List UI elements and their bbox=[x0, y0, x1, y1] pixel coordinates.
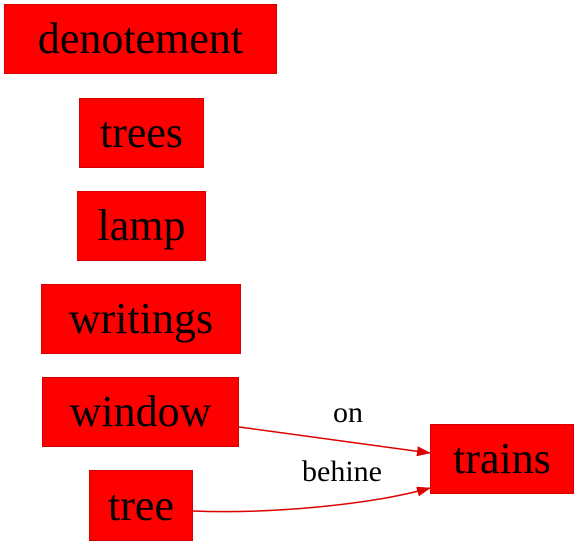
edge-label-behine: behine bbox=[302, 455, 382, 488]
node-window-label: window bbox=[69, 387, 212, 436]
node-tree: tree bbox=[89, 470, 193, 541]
edge-tree-to-trains bbox=[192, 486, 431, 513]
node-denotement-label: denotement bbox=[37, 14, 244, 63]
node-denotement: denotement bbox=[4, 4, 277, 74]
node-writings-label: writings bbox=[68, 294, 214, 343]
node-lamp-label: lamp bbox=[97, 201, 186, 250]
edge-label-on: on bbox=[333, 396, 363, 429]
node-trees: trees bbox=[79, 98, 204, 168]
node-trees-label: trees bbox=[99, 108, 184, 157]
node-window: window bbox=[42, 377, 239, 447]
edge-window-to-trains bbox=[238, 426, 431, 457]
node-lamp: lamp bbox=[77, 191, 206, 261]
node-tree-label: tree bbox=[108, 480, 174, 530]
node-trains: trains bbox=[430, 424, 574, 494]
node-writings: writings bbox=[41, 284, 241, 354]
node-trains-label: trains bbox=[453, 434, 551, 483]
